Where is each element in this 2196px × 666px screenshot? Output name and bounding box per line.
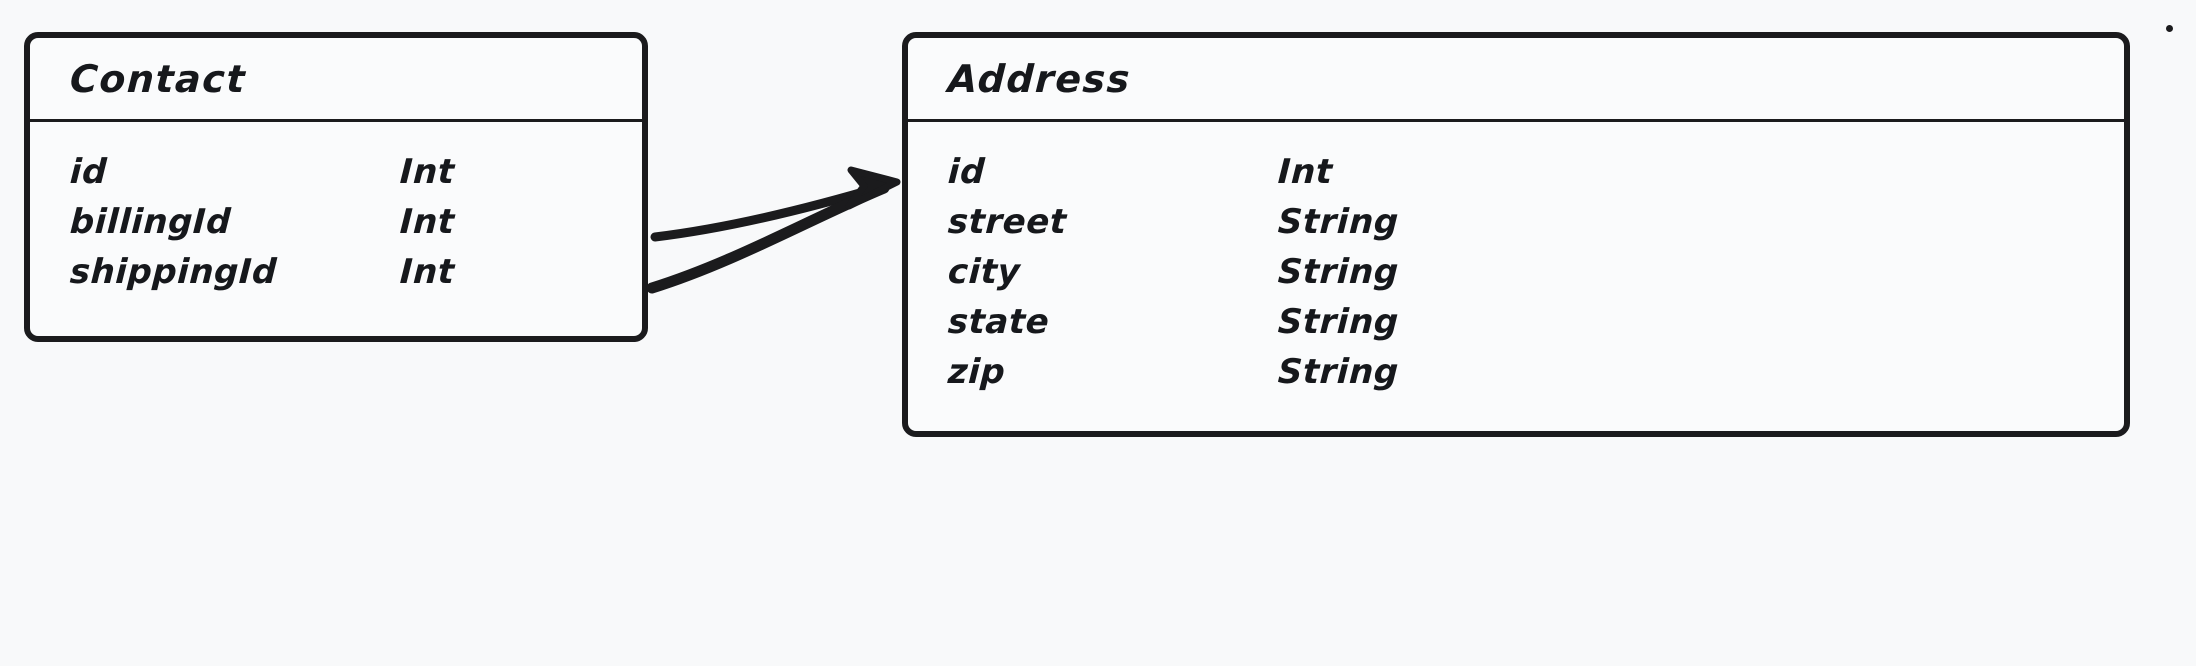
entity-title-address: Address [946,56,1133,101]
entity-box-address[interactable]: Address id Int street String city String… [902,32,2130,437]
field-type: String [1276,202,1400,242]
ink-dot-icon [2166,25,2173,32]
field-type: Int [398,202,456,242]
field-name: street [946,202,1068,242]
field-row: city String [946,252,2124,302]
field-row: billingId Int [68,202,642,252]
field-row: zip String [946,352,2124,402]
field-row: state String [946,302,2124,352]
field-name: id [946,152,987,192]
field-row: id Int [68,152,642,202]
entity-title-contact: Contact [68,56,248,101]
field-type: Int [398,152,456,192]
field-row: shippingId Int [68,252,642,302]
relationship-arrow-shipping-id [646,182,890,294]
entity-field-list-contact: id Int billingId Int shippingId Int [30,122,642,336]
entity-field-list-address: id Int street String city String state S… [908,122,2124,431]
entity-header-address: Address [908,38,2124,122]
field-type: String [1276,252,1400,292]
entity-box-contact[interactable]: Contact id Int billingId Int shippingId … [24,32,648,342]
field-type: String [1276,302,1400,342]
arrowhead-icon [845,166,901,210]
field-type: String [1276,352,1400,392]
field-type: Int [1276,152,1334,192]
field-name: city [946,252,1022,292]
field-name: state [946,302,1051,342]
relationship-arrow-billing-id [650,181,889,242]
field-type: Int [398,252,456,292]
field-name: shippingId [68,252,279,292]
entity-header-contact: Contact [30,38,642,122]
field-name: zip [946,352,1007,392]
field-row: street String [946,202,2124,252]
field-name: billingId [68,202,233,242]
field-name: id [68,152,109,192]
field-row: id Int [946,152,2124,202]
